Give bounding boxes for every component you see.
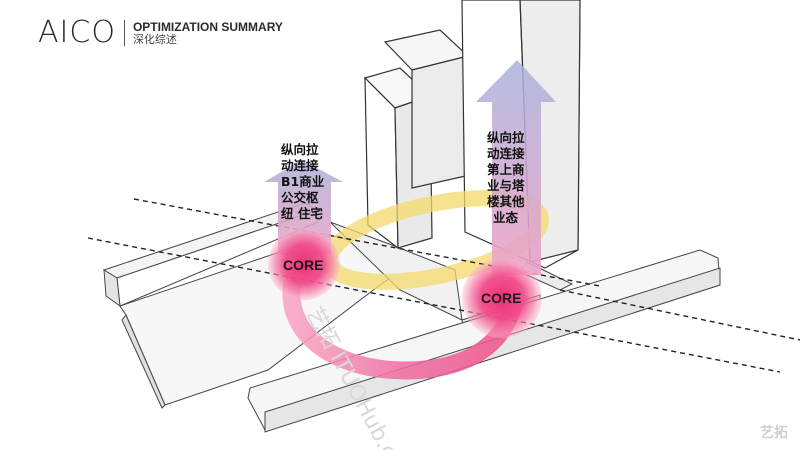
left-label-line: 纽 住宅 (281, 206, 323, 221)
brand-header: AICO OPTIMIZATION SUMMARY 深化综述 (38, 18, 283, 48)
left-arrow (264, 160, 343, 255)
left-arrow-label: 纵向拉 动连接 B1商业 公交枢 纽 住宅 (281, 142, 324, 222)
core-left-glow (268, 228, 340, 300)
pink-loop (282, 276, 521, 380)
aico-logo: AICO (38, 15, 116, 50)
right-label-line: 楼其他 (487, 194, 525, 209)
left-label-line: B1商业 (281, 174, 325, 189)
core-left-label: CORE (283, 257, 324, 273)
page-subtitle: 深化综述 (132, 33, 177, 46)
core-right-label: CORE (481, 290, 522, 306)
right-arrow-label: 纵向拉 动连接 第上商 业与塔 楼其他 业态 (487, 130, 525, 226)
tower-mid (383, 29, 471, 189)
core-right-glow (462, 258, 542, 338)
axis-line-lower (87, 237, 781, 373)
right-label-line: 纵向拉 (487, 130, 525, 145)
right-label-line: 第上商 (487, 162, 525, 177)
axis-line-right (559, 289, 800, 341)
axis-line-upper (133, 198, 601, 287)
brand-text: OPTIMIZATION SUMMARY 深化综述 (133, 20, 283, 47)
page-title: OPTIMIZATION SUMMARY (132, 19, 283, 34)
left-label-line: 公交枢 (281, 190, 319, 205)
right-label-line: 业态 (493, 210, 519, 225)
right-label-line: 动连接 (487, 146, 525, 161)
corner-watermark: 艺拓 (760, 425, 788, 441)
right-arrow (476, 60, 556, 275)
brand-divider (123, 20, 125, 46)
right-label-line: 业与塔 (487, 178, 525, 193)
left-label-line: 动连接 (281, 158, 319, 173)
left-label-line: 纵向拉 (281, 142, 319, 157)
